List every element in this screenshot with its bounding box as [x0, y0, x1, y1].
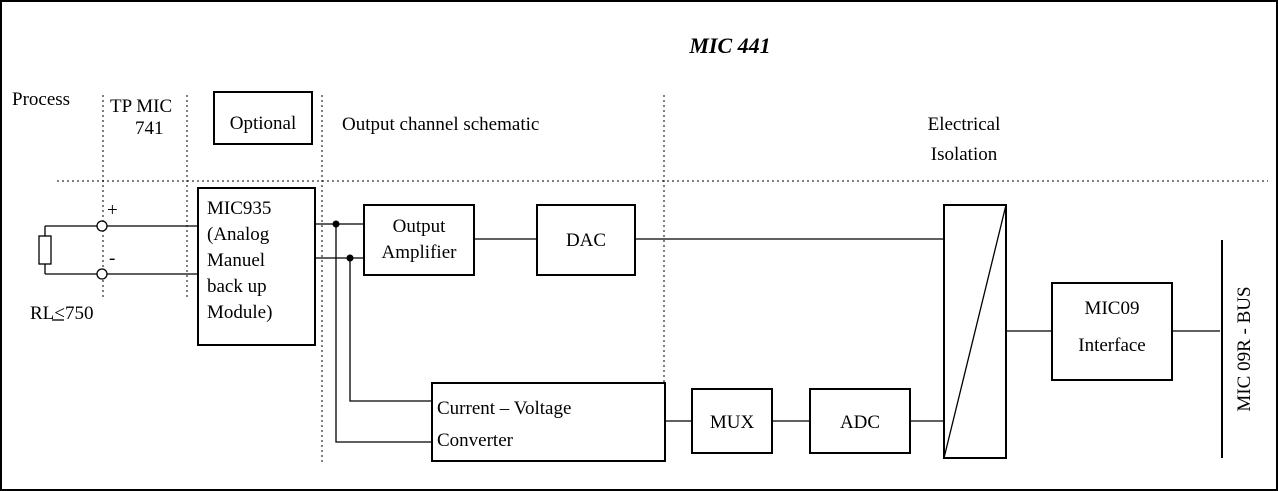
load-resistor [38, 235, 52, 265]
converter-line: Converter [437, 430, 514, 451]
mic935-line: MIC935 [207, 198, 271, 219]
minus-label: - [109, 248, 115, 269]
terminal-plus [96, 220, 108, 232]
tp-label-line1: TP MIC [110, 96, 172, 117]
mic935-line: Manuel [207, 250, 265, 271]
wire-to-converter-upper [349, 258, 432, 402]
wire-to-converter-lower [335, 224, 432, 443]
mic935-line: (Analog [207, 224, 270, 245]
diagram-title: MIC 441 [688, 33, 770, 58]
plus-label: + [107, 200, 118, 221]
dac-label: DAC [566, 230, 606, 251]
terminal-minus [96, 268, 108, 280]
dac-block [536, 204, 636, 276]
isolation-label-line2: Isolation [931, 144, 998, 165]
schematic-label: Output channel schematic [342, 114, 539, 135]
adc-block [809, 388, 911, 454]
mic09-interface-block [1051, 282, 1173, 381]
adc-label: ADC [840, 412, 880, 433]
converter-line: Current – Voltage [437, 398, 571, 419]
rl-label: RL<750 [30, 303, 94, 324]
process-label: Process [12, 89, 70, 110]
isolation-label-line1: Electrical [928, 114, 1001, 135]
mic09-line: MIC09 [1085, 298, 1140, 319]
mic935-block [197, 187, 316, 346]
mic935-line: Module) [207, 302, 272, 323]
output-amplifier-block [363, 204, 475, 276]
optional-label: Optional [230, 113, 297, 134]
optional-box [213, 91, 313, 145]
amplifier-line: Amplifier [382, 242, 458, 263]
amplifier-line: Output [393, 216, 447, 237]
rl-le-symbol: < [54, 303, 65, 324]
mic09-line: Interface [1078, 335, 1146, 356]
bus-label: MIC 09R - BUS [1234, 286, 1255, 411]
converter-block [431, 382, 666, 462]
mux-label: MUX [710, 412, 755, 433]
rl-value: 750 [65, 303, 94, 324]
rl-prefix: RL [30, 303, 54, 324]
isolation-diagonal [943, 204, 1007, 459]
mux-block [691, 388, 773, 454]
tp-label-line2: 741 [135, 118, 164, 139]
mic935-line: back up [207, 276, 267, 297]
